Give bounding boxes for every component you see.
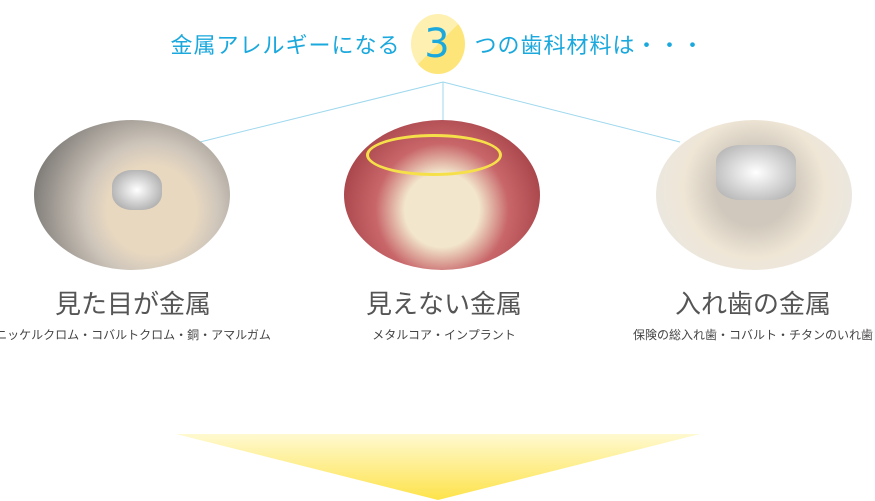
item-title: 見た目が金属	[54, 290, 211, 320]
number-badge: 3	[410, 14, 465, 74]
down-arrow-icon	[176, 434, 700, 500]
item-subtitle: 保険の総入れ歯・コバルト・チタンのいれ歯	[632, 328, 873, 342]
highlight-ellipse	[366, 134, 502, 176]
metal-crown-icon	[112, 170, 162, 210]
item-title: 入れ歯の金属	[674, 290, 831, 320]
headline: 金属アレルギーになる 3 つの歯科材料は・・・	[0, 14, 875, 74]
item-image-hidden-metal	[344, 120, 540, 270]
item-subtitle: ニッケルクロム・コバルトクロム・銅・アマルガム	[0, 328, 271, 342]
item-subtitle: メタルコア・インプラント	[372, 328, 516, 342]
item-title: 見えない金属	[365, 290, 522, 320]
item-image-visible-metal	[34, 120, 230, 270]
headline-text-before: 金属アレルギーになる	[170, 34, 401, 59]
denture-plate-icon	[716, 145, 796, 200]
item-image-denture-metal	[656, 120, 852, 270]
headline-text-after: つの歯科材料は・・・	[474, 34, 705, 59]
connector-lines	[199, 81, 681, 143]
